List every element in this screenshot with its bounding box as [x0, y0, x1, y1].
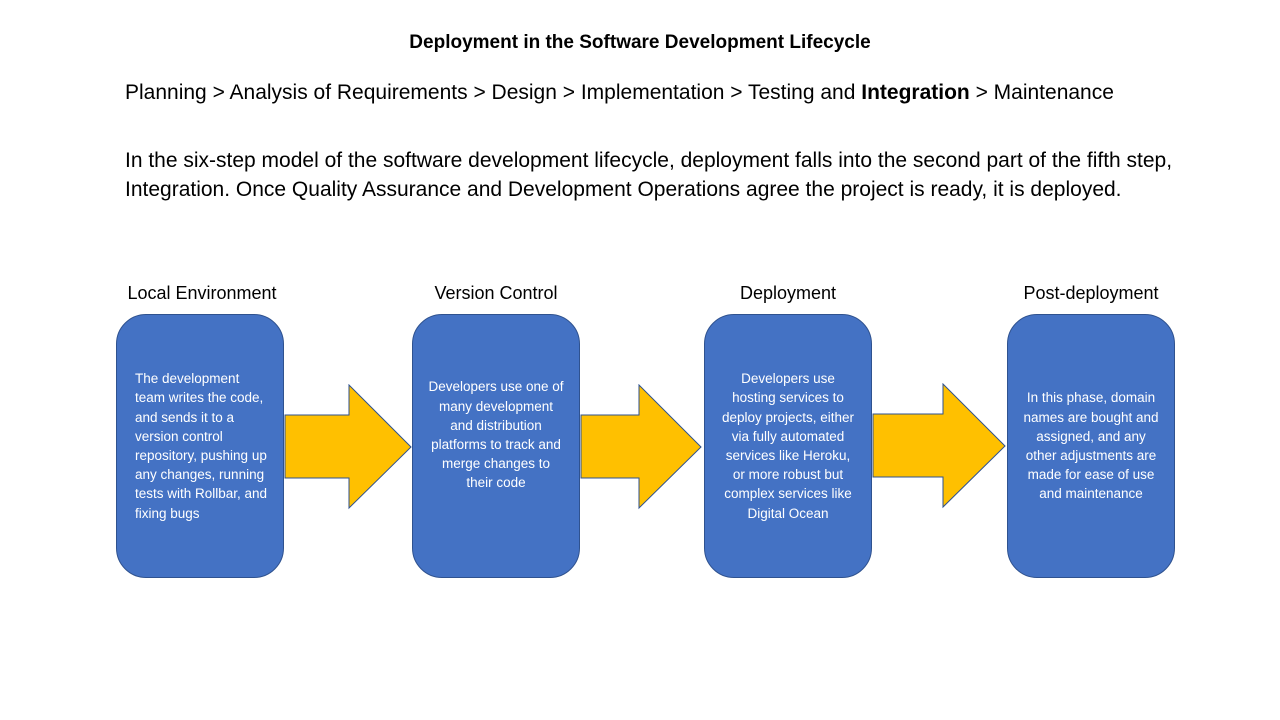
stage-description: Developers use one of many development a…: [428, 379, 564, 491]
stage-description: In this phase, domain names are bought a…: [1023, 390, 1159, 502]
arrow-right-icon: [580, 384, 702, 510]
arrow-right-icon: [284, 384, 412, 510]
stage-description: The development team writes the code, an…: [135, 371, 268, 521]
stage-label-local-environment: Local Environment: [127, 283, 277, 303]
sequence-text-start: Planning > Analysis of Requirements > De…: [125, 81, 862, 104]
slide-title: Deployment in the Software Development L…: [409, 32, 871, 53]
stage-box-local-environment: The development team writes the code, an…: [116, 314, 284, 578]
stage-box-post-deployment: In this phase, domain names are bought a…: [1007, 314, 1175, 578]
stage-box-deployment: Developers use hosting services to deplo…: [704, 314, 872, 578]
sequence-text-highlight: Integration: [861, 81, 970, 104]
stage-description: Developers use hosting services to deplo…: [721, 371, 855, 521]
stage-label-version-control: Version Control: [434, 283, 558, 303]
stage-box-version-control: Developers use one of many development a…: [412, 314, 580, 578]
lifecycle-sequence: Planning > Analysis of Requirements > De…: [125, 79, 1225, 107]
sequence-text-end: > Maintenance: [969, 81, 1114, 104]
stage-label-deployment: Deployment: [739, 283, 837, 303]
arrow-right-icon: [872, 383, 1006, 509]
stage-label-post-deployment: Post-deployment: [1023, 283, 1159, 303]
description-paragraph: In the six-step model of the software de…: [125, 149, 1173, 201]
